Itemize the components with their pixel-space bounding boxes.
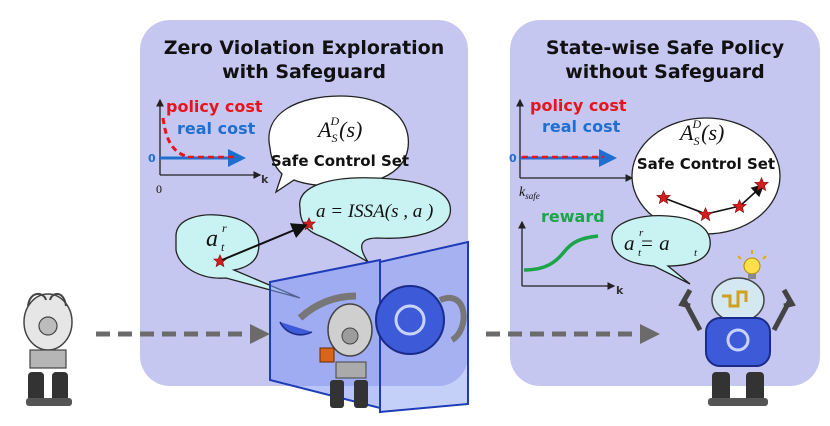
right-title-line1: State-wise Safe Policy xyxy=(546,37,785,59)
left-safe-set-bubble: ASD(s) Safe Control Set xyxy=(268,95,409,194)
right-safe-set-arg: (s) xyxy=(701,120,724,145)
svg-text:t: t xyxy=(694,247,698,259)
right-axis-zero-y: 0 xyxy=(509,152,517,165)
left-safe-set-label: Safe Control Set xyxy=(271,152,409,170)
left-title-line2: with Safeguard xyxy=(222,61,386,83)
svg-text:t: t xyxy=(638,247,642,259)
right-safe-set-sub: S xyxy=(693,134,699,148)
right-safe-set-symbol: A xyxy=(678,120,694,145)
left-title-line1: Zero Violation Exploration xyxy=(164,37,445,59)
dashed-arrow-1 xyxy=(96,324,270,344)
right-safe-set-bubble: ASD(s) Safe Control Set xyxy=(631,117,781,235)
right-title-line2: without Safeguard xyxy=(565,61,765,83)
left-real-cost-label: real cost xyxy=(177,119,256,138)
right-equal-equation: a = a xyxy=(624,231,670,255)
svg-text:ASD(s): ASD(s) xyxy=(678,117,724,148)
trajectory-path xyxy=(663,183,765,215)
left-issa-equation: a = ISSA(s , a ) xyxy=(316,201,433,222)
right-equal-bubble: a = a r t t xyxy=(611,215,711,285)
right-safe-set-label: Safe Control Set xyxy=(637,155,775,173)
safeguarded-robot-icon xyxy=(269,240,469,414)
confused-robot-icon xyxy=(23,293,73,406)
right-policy-cost-label: policy cost xyxy=(530,96,627,115)
svg-text:r: r xyxy=(222,221,227,235)
left-axis-zero-y: 0 xyxy=(148,152,156,165)
right-k-safe-label: k xyxy=(519,185,526,200)
svg-text:r: r xyxy=(639,227,644,239)
left-safe-set-sub: S xyxy=(331,131,337,145)
dashed-arrow-2 xyxy=(486,324,660,344)
right-safe-set-sup: D xyxy=(691,117,701,131)
svg-text:t: t xyxy=(221,240,225,254)
projection-arrow xyxy=(221,223,308,261)
left-safe-set-arg: (s) xyxy=(339,117,362,142)
right-reward-plot: reward k xyxy=(518,207,624,297)
left-axis-k: k xyxy=(261,173,269,186)
left-reference-bubble: a r t xyxy=(175,214,308,299)
left-cost-plot: policy cost real cost 0 0 k xyxy=(148,97,269,196)
left-policy-cost-label: policy cost xyxy=(166,97,263,116)
reward-curve xyxy=(523,234,599,272)
right-reward-axis-k: k xyxy=(616,284,624,297)
svg-text:ksafe: ksafe xyxy=(519,185,540,201)
left-reference-action: a xyxy=(206,226,218,252)
svg-text:ASD(s): ASD(s) xyxy=(316,114,362,145)
right-real-cost-label: real cost xyxy=(542,117,621,136)
happy-robot-icon xyxy=(678,250,796,406)
lightbulb-icon xyxy=(737,250,767,279)
left-safe-set-symbol: A xyxy=(316,117,332,142)
right-k-safe-sub: safe xyxy=(525,191,540,201)
right-reward-label: reward xyxy=(541,207,605,226)
left-issa-bubble: a = ISSA(s , a ) xyxy=(299,177,452,263)
left-policy-cost-curve xyxy=(161,117,189,159)
left-safe-set-sup: D xyxy=(329,114,339,128)
left-axis-zero-x: 0 xyxy=(156,182,162,196)
